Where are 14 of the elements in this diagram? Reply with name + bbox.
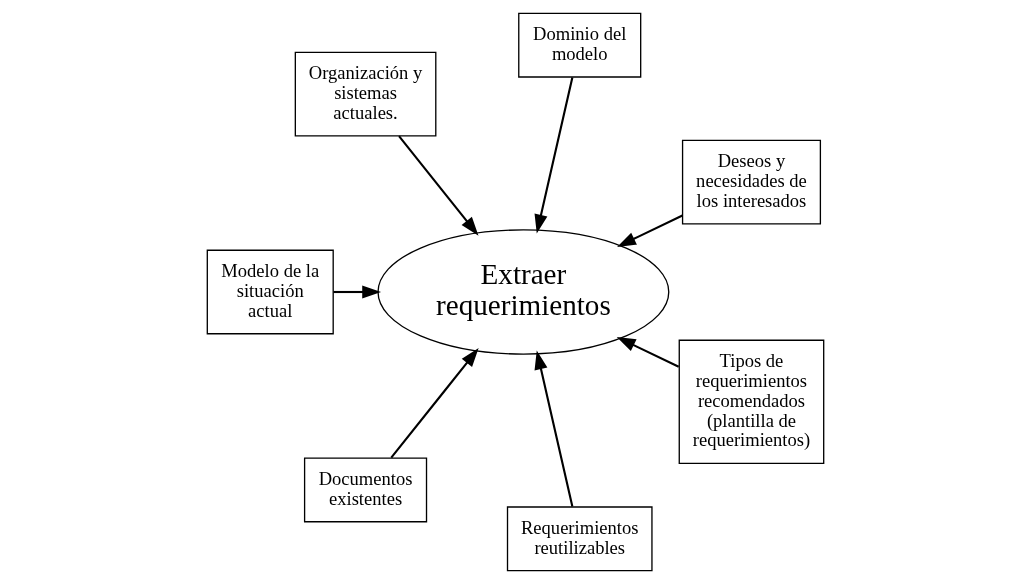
node-box: Requerimientos reutilizables (506, 506, 653, 572)
node-box: Tipos de requerimientos recomendados (plantilla de requerimientos) (678, 339, 825, 465)
arrow (534, 350, 574, 507)
arrow (390, 348, 479, 459)
arrow (534, 77, 574, 234)
node-box: Deseos y necesidades de los interesados (681, 139, 822, 225)
arrow (333, 285, 382, 299)
node-box: Modelo de la situación actual (206, 249, 334, 335)
node-box: Organización y sistemas actuales. (294, 51, 437, 137)
arrow (398, 135, 479, 236)
node-box: Documentos existentes (303, 457, 428, 523)
node-box: Dominio del modelo (518, 12, 642, 78)
arrow (617, 214, 683, 247)
arrow (616, 336, 680, 368)
